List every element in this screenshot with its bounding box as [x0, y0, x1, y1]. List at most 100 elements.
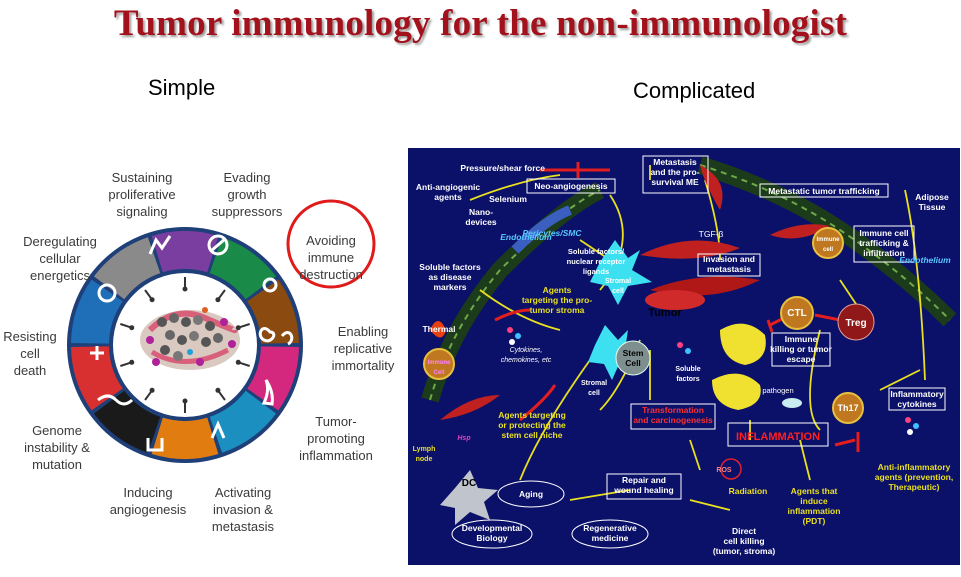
arrow-head [235, 359, 241, 365]
metastasis-box [642, 155, 709, 194]
label-pericytes: Pericytes/SMC [522, 228, 582, 238]
trafficking-box [759, 183, 889, 198]
arrow-head [182, 286, 188, 292]
label-pressure: Pressure/shear force [460, 163, 545, 173]
th17-cell [832, 392, 864, 424]
rocket-icon [210, 420, 226, 439]
arrow-head [129, 325, 135, 331]
label-tgf: TGF-β [699, 229, 724, 239]
immune-cell-right [812, 227, 844, 259]
complicated-heading: Complicated [633, 78, 756, 103]
invasion-box [697, 253, 761, 277]
label-pathogen: pathogen [762, 386, 793, 395]
inflammation-box [727, 422, 829, 447]
label-endothelium: Endothelium [500, 232, 552, 242]
ros-circle [720, 458, 742, 480]
label-ctl: CTL [787, 308, 806, 319]
wheel-segment [93, 237, 161, 300]
slide-title: Tumor immunology for the non-immunologis… [113, 3, 848, 44]
atom-icon [97, 283, 117, 303]
aging-oval [497, 480, 565, 508]
immune-cell-left [423, 348, 455, 380]
label-ros: ROS [716, 467, 732, 474]
label-inflammation: INFLAMMATION [736, 431, 820, 443]
pathogen-cell [782, 398, 802, 408]
label-aging: Aging [519, 489, 543, 499]
wheel-segment [209, 390, 277, 453]
wheel-segments [71, 231, 299, 459]
immune-traffic-box [853, 225, 915, 263]
wheel-segment [93, 390, 161, 453]
arrow-head [235, 325, 241, 331]
label-neo: Neo-angiogenesis [534, 181, 607, 191]
label-tumor: Tumor [648, 307, 682, 319]
label-endothelium2: Endothelium [899, 255, 951, 265]
label-thermal: Thermal [422, 324, 455, 334]
immune-killing-box [771, 332, 831, 367]
label-cytokines: Cytokines,chemokines, etc [501, 347, 552, 364]
label-radiation: Radiation [729, 486, 768, 496]
inflammatory-box [888, 387, 946, 411]
stromal-star-cell [590, 240, 652, 305]
wheel-segment [247, 279, 299, 344]
cup-icon [146, 438, 164, 452]
label-treg: Treg [845, 318, 866, 329]
wheel-segment [71, 346, 123, 411]
wheel-segment [71, 279, 123, 344]
arrow-head [182, 398, 188, 404]
tumor-cells [440, 165, 830, 420]
repair-box [606, 473, 682, 500]
arrow-head [149, 387, 155, 393]
dendritic-cell [440, 470, 498, 525]
treg-cell [837, 303, 875, 341]
dna-icon [97, 394, 134, 406]
stem-cell [615, 340, 651, 376]
arrow-head [149, 297, 155, 303]
tumor-cluster-illustration [140, 307, 240, 370]
arrow-head [129, 359, 135, 365]
wheel-segment [209, 237, 277, 300]
developmental-oval [451, 519, 533, 549]
label-selenium: Selenium [489, 194, 527, 204]
simple-heading: Simple [148, 75, 216, 100]
proliferation-arrow-icon [148, 235, 172, 255]
wheel-segment [151, 417, 219, 459]
segment-icons [90, 234, 294, 452]
transformation-box [630, 403, 716, 430]
wheel-segment [151, 231, 219, 273]
infinity-icon [258, 327, 276, 343]
inhibition-ends [576, 162, 860, 452]
apoptotic-cell-2 [712, 373, 761, 410]
immune-cell-icon [262, 277, 278, 293]
label-nano: Nano-devices [465, 207, 496, 227]
no-entry-icon [207, 234, 229, 256]
neo-box [526, 178, 616, 194]
